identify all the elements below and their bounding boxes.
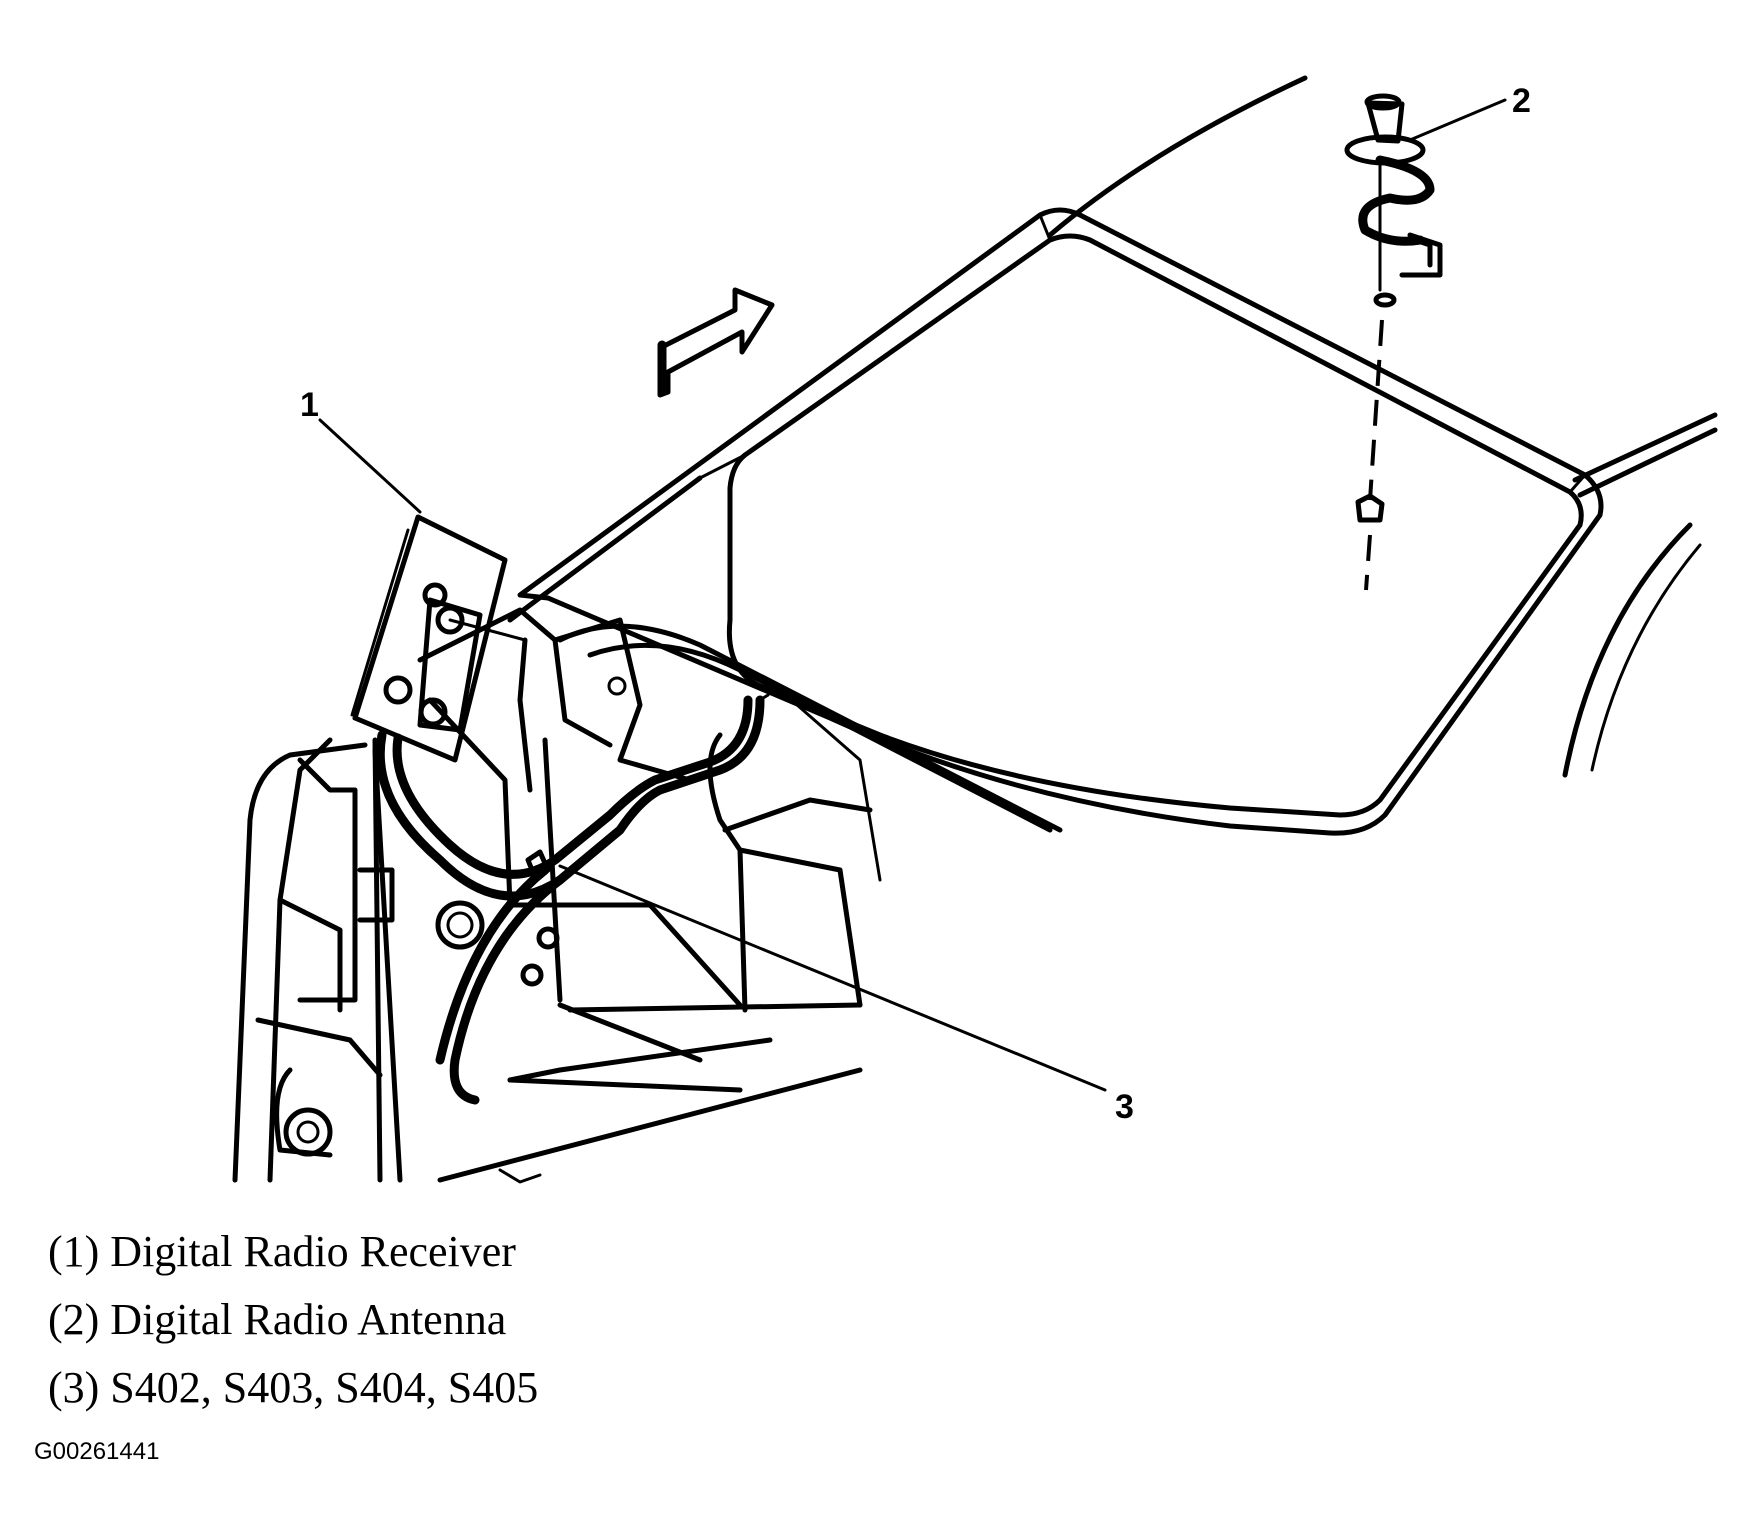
legend: (1) Digital Radio Receiver (2) Digital R…	[48, 1218, 538, 1422]
roof-outline	[1047, 75, 1718, 778]
a-pillar-door-opening	[232, 737, 403, 1183]
callout-3: 3	[1115, 1088, 1134, 1126]
inner-body-panels	[417, 607, 873, 1184]
legend-item: (2) Digital Radio Antenna	[48, 1295, 507, 1344]
callout-2: 2	[1512, 82, 1531, 120]
antenna-cable-harness	[375, 637, 770, 1105]
digital-radio-antenna	[1344, 93, 1443, 591]
digital-radio-receiver	[350, 514, 527, 763]
callout-1: 1	[300, 386, 319, 424]
legend-item: (1) Digital Radio Receiver	[48, 1227, 516, 1276]
figure-id: G00261441	[34, 1438, 160, 1465]
cowl-lines	[507, 475, 1063, 882]
windshield	[517, 207, 1604, 836]
callout-leaders	[318, 98, 1507, 1092]
forward-direction-arrow-icon	[657, 287, 775, 398]
legend-item: (3) S402, S403, S404, S405	[48, 1363, 539, 1412]
